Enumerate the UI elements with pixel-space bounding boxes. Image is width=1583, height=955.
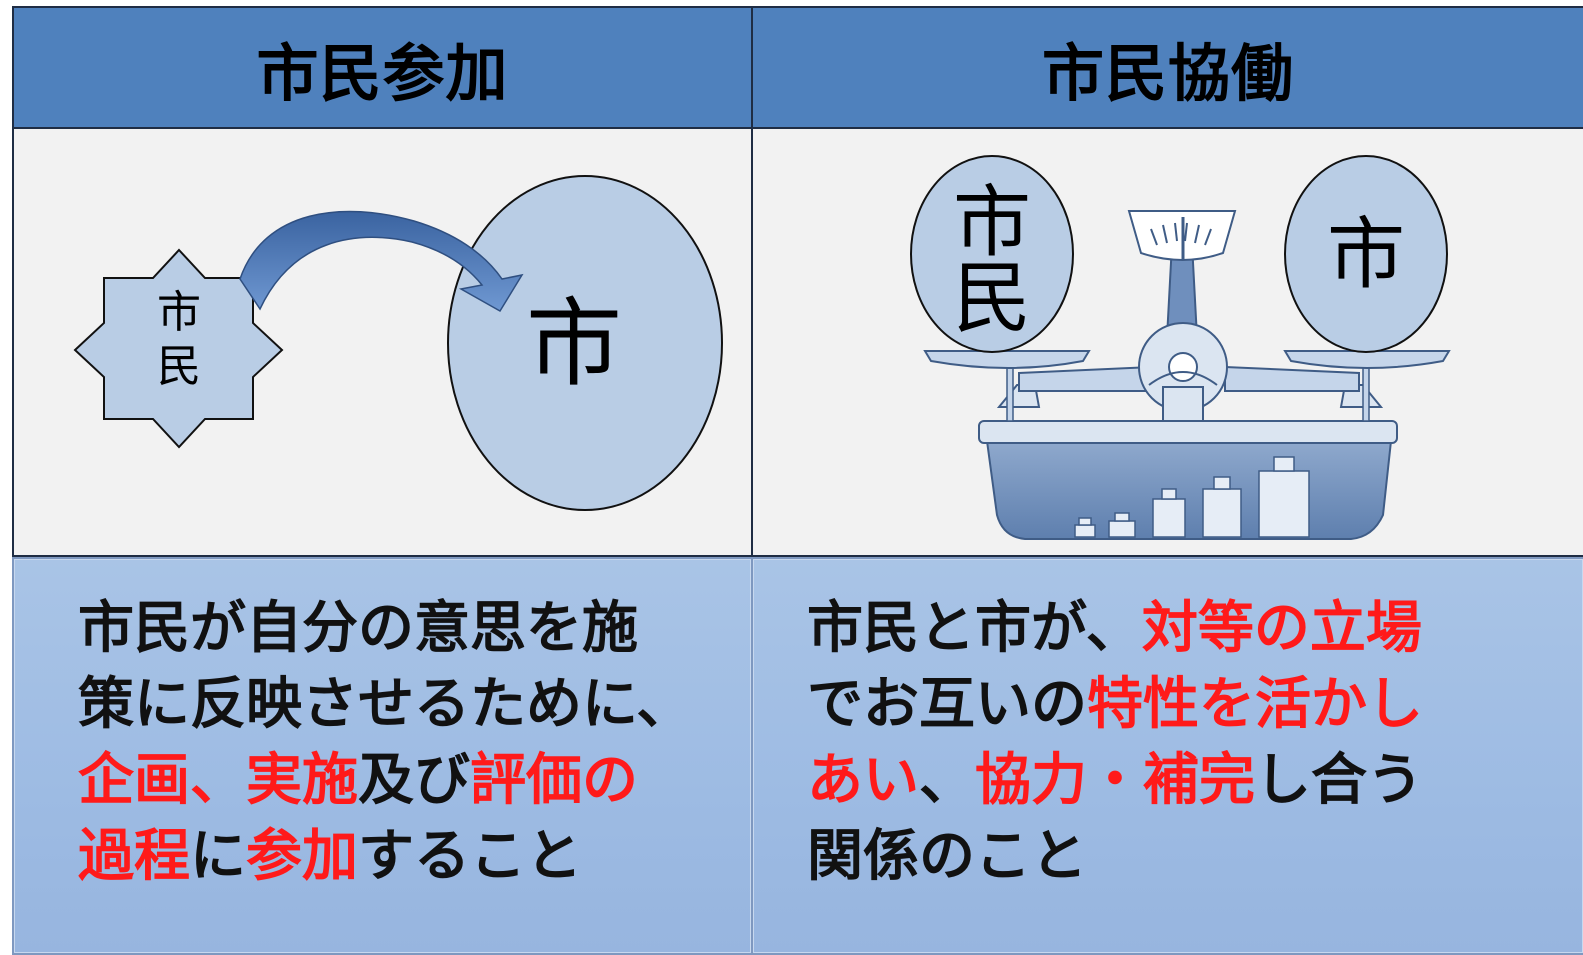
header-title-right: 市民協働 (1041, 36, 1294, 110)
description-line: 市民が自分の意思を施 (78, 591, 692, 667)
left-pan (923, 350, 1091, 369)
description-line: 企画、実施及び評価の (78, 743, 692, 819)
participation-description: 市民が自分の意思を施策に反映させるために、企画、実施及び評価の過程に参加すること (78, 591, 692, 895)
scale-base (985, 440, 1393, 540)
description-text: 市民と市が、 (807, 596, 1142, 661)
weight-1 (1074, 524, 1096, 538)
description-line: 関係のこと (807, 819, 1423, 895)
highlighted-text: 実施 (246, 748, 358, 813)
description-line: でお互いの特性を活かし (807, 667, 1423, 743)
header-civic-collaboration: 市民協働 (751, 6, 1583, 129)
weight-4 (1202, 488, 1242, 538)
city-circle-label: 市 (526, 288, 622, 400)
highlighted-text: 過程 (78, 824, 190, 889)
highlighted-text: 協力・補完 (975, 748, 1255, 813)
highlighted-text: 対等の立場 (1141, 596, 1422, 661)
collaboration-diagram-cell: 市 民 市 (751, 129, 1583, 557)
header-civic-participation: 市民参加 (12, 6, 753, 129)
description-text: 、 (919, 748, 975, 813)
description-text: し合う (1255, 748, 1423, 813)
citizen-ellipse (910, 155, 1074, 353)
description-line: 市民と市が、対等の立場 (807, 591, 1423, 667)
description-text: 策に反映させるために、 (78, 672, 693, 737)
participation-diagram-cell: 市 市 民 (12, 129, 753, 557)
balance-scale-diagram: 市 民 市 (910, 155, 1451, 540)
participation-arrow-icon (239, 210, 524, 313)
right-pan (1283, 350, 1451, 369)
highlighted-text: 参加 (246, 824, 358, 889)
description-line: 策に反映させるために、 (78, 667, 692, 743)
citizen-star-label-1: 市 (157, 287, 201, 338)
citizen-star (73, 248, 284, 449)
highlighted-text: 評価の (470, 748, 638, 813)
header-title-left: 市民参加 (256, 36, 509, 110)
participation-description-cell: 市民が自分の意思を施策に反映させるために、企画、実施及び評価の過程に参加すること (12, 557, 753, 955)
highlighted-text: あい (807, 748, 919, 813)
description-text: 関係のこと (807, 824, 1087, 889)
participation-diagram: 市 市 民 (73, 175, 723, 511)
highlighted-text: 、 (190, 748, 246, 813)
description-text: すること (358, 824, 582, 889)
highlighted-text: 企画 (78, 748, 190, 813)
city-circle (447, 175, 723, 511)
collaboration-description: 市民と市が、対等の立場でお互いの特性を活かしあい、協力・補完し合う関係のこと (807, 591, 1423, 895)
scale-top-plate (978, 420, 1398, 444)
description-line: あい、協力・補完し合う (807, 743, 1423, 819)
description-text: に (190, 824, 246, 889)
weight-3 (1152, 498, 1186, 538)
description-line: 過程に参加すること (78, 819, 692, 895)
citizen-star-label-2: 民 (157, 341, 201, 392)
collaboration-description-cell: 市民と市が、対等の立場でお互いの特性を活かしあい、協力・補完し合う関係のこと (751, 557, 1583, 955)
city-ellipse (1284, 155, 1448, 353)
citizen-ellipse-label-2: 民 (953, 254, 1031, 344)
description-text: 市民が自分の意思を施 (78, 596, 638, 661)
weight-2 (1108, 520, 1136, 538)
city-ellipse-label: 市 (1327, 210, 1405, 300)
highlighted-text: 特性を活かし (1087, 672, 1423, 737)
description-text: 及び (358, 748, 470, 813)
weight-5 (1258, 470, 1310, 538)
description-text: でお互いの (807, 672, 1087, 737)
citizen-ellipse-label-1: 市 (953, 178, 1031, 268)
